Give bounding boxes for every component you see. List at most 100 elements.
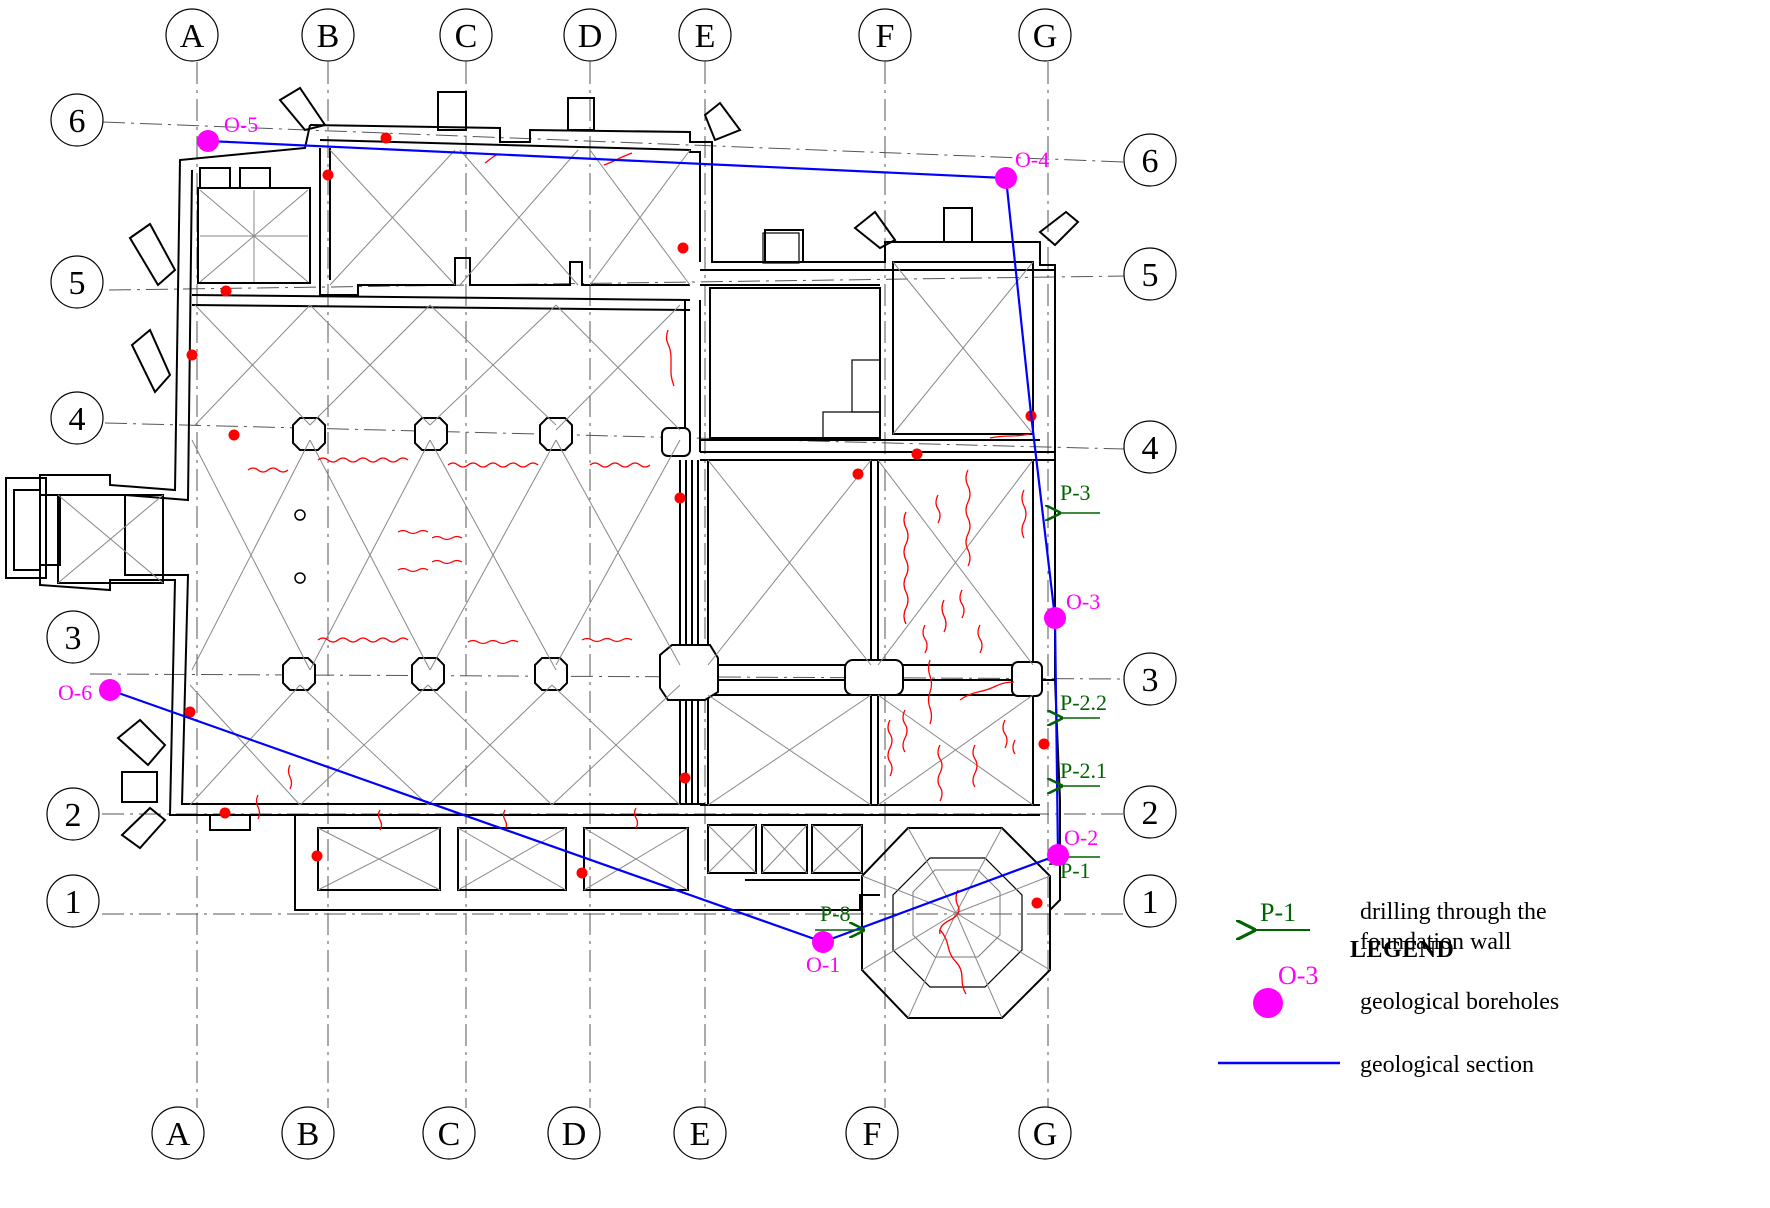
svg-text:6: 6: [1142, 143, 1159, 180]
test-pit: [380, 132, 392, 144]
grid-bubble-C-top: C: [439, 8, 493, 62]
svg-text:C: C: [438, 1116, 461, 1153]
svg-text:3: 3: [65, 620, 82, 657]
grid-bubble-F-bottom: F: [845, 1106, 899, 1160]
test-pit: [220, 285, 232, 297]
grid-bubble-5-right: 5: [1123, 247, 1177, 301]
borehole-o6: [99, 679, 121, 701]
grid-bubble-6-right: 6: [1123, 133, 1177, 187]
legend-title: LEGEND: [1350, 937, 1455, 963]
test-pit: [674, 492, 686, 504]
legend-drilling-text: drilling through the foundation wall: [1360, 899, 1547, 955]
grid-bubble-2-left: 2: [46, 787, 100, 841]
grid-bubble-3-right: 3: [1123, 652, 1177, 706]
test-pit: [852, 468, 864, 480]
borehole-o3: [1044, 607, 1066, 629]
building-walls: [5, 86, 1080, 1019]
svg-text:1: 1: [65, 884, 82, 921]
grid-bubbles: A B C D E F G A B C D E F G 6 5 4 3 2 1 …: [46, 8, 1177, 1160]
grid-bubble-5-left: 5: [50, 255, 104, 309]
legend-borehole-symbol-label: O-3: [1278, 961, 1318, 990]
borehole-label-o4: O-4: [1015, 147, 1049, 172]
drilling-label-p3: P-3: [1060, 480, 1091, 505]
borehole-label-o5: O-5: [224, 112, 258, 137]
grid-axes: [89, 62, 1128, 1108]
svg-text:1: 1: [1142, 884, 1159, 921]
test-pit: [1031, 897, 1043, 909]
grid-bubble-6-left: 6: [50, 93, 104, 147]
legend-symbols: P-1 O-3: [1218, 898, 1340, 1065]
test-pit: [186, 349, 198, 361]
test-pit: [311, 850, 323, 862]
svg-text:3: 3: [1142, 662, 1159, 699]
grid-bubble-B-top: B: [301, 8, 355, 62]
borehole-o1: [812, 931, 834, 953]
test-pit: [1038, 738, 1050, 750]
svg-text:F: F: [863, 1116, 882, 1153]
svg-text:G: G: [1033, 18, 1058, 55]
svg-text:5: 5: [69, 265, 86, 302]
grid-bubble-B-bottom: B: [281, 1106, 335, 1160]
grid-bubble-D-bottom: D: [547, 1106, 601, 1160]
svg-text:D: D: [578, 18, 603, 55]
legend-borehole-symbol: [1253, 988, 1283, 1018]
grid-bubble-F-top: F: [858, 8, 912, 62]
cracks: [247, 152, 1031, 995]
test-pit: [576, 867, 588, 879]
svg-text:6: 6: [69, 103, 86, 140]
grid-bubble-2-right: 2: [1123, 785, 1177, 839]
borehole-o5: [197, 130, 219, 152]
drilling-label-p21: P-2.1: [1060, 758, 1107, 783]
grid-bubble-G-top: G: [1018, 8, 1072, 62]
drilling-label-p8: P-8: [820, 901, 851, 926]
grid-bubble-G-bottom: G: [1018, 1106, 1072, 1160]
legend-borehole-text: geological boreholes: [1360, 989, 1560, 1015]
svg-text:B: B: [317, 18, 340, 55]
grid-bubble-4-right: 4: [1123, 420, 1177, 474]
grid-bubble-1-right: 1: [1123, 874, 1177, 928]
legend-section-text: geological section: [1360, 1052, 1534, 1078]
svg-text:F: F: [876, 18, 895, 55]
borehole-label-o3: O-3: [1066, 589, 1100, 614]
drilling-label-p22: P-2.2: [1060, 690, 1107, 715]
svg-text:E: E: [690, 1116, 711, 1153]
grid-bubble-4-left: 4: [50, 391, 104, 445]
grid-bubble-A-bottom: A: [151, 1106, 205, 1160]
borehole-o2: [1047, 844, 1069, 866]
test-pit: [322, 169, 334, 181]
test-pit: [911, 448, 923, 460]
borehole-o4: [995, 167, 1017, 189]
grid-bubble-1-left: 1: [46, 874, 100, 928]
piers: [282, 417, 1043, 701]
borehole-label-o1: O-1: [806, 952, 840, 977]
svg-text:A: A: [166, 1116, 191, 1153]
svg-text:4: 4: [1142, 430, 1159, 467]
svg-text:G: G: [1033, 1116, 1058, 1153]
svg-text:E: E: [695, 18, 716, 55]
boreholes: [99, 130, 1069, 953]
svg-text:B: B: [297, 1116, 320, 1153]
grid-bubble-3-left: 3: [46, 610, 100, 664]
svg-text:4: 4: [69, 401, 86, 438]
test-pit: [677, 242, 689, 254]
grid-bubble-E-top: E: [678, 8, 732, 62]
grid-bubble-A-top: A: [165, 8, 219, 62]
grid-bubble-C-bottom: C: [422, 1106, 476, 1160]
svg-text:C: C: [455, 18, 478, 55]
borehole-label-o2: O-2: [1064, 825, 1098, 850]
vault-lines: [57, 149, 1051, 1019]
test-pit: [679, 772, 691, 784]
svg-text:5: 5: [1142, 257, 1159, 294]
test-pit: [228, 429, 240, 441]
grid-bubble-E-bottom: E: [673, 1106, 727, 1160]
grid-bubble-D-top: D: [563, 8, 617, 62]
borehole-label-o6: O-6: [58, 680, 92, 705]
drilling-arrows: [815, 513, 1100, 930]
legend-drilling-symbol-label: P-1: [1260, 898, 1296, 927]
svg-text:2: 2: [65, 797, 82, 834]
svg-text:A: A: [180, 18, 205, 55]
test-pits: [184, 132, 1050, 909]
svg-text:D: D: [562, 1116, 587, 1153]
test-pit: [184, 706, 196, 718]
